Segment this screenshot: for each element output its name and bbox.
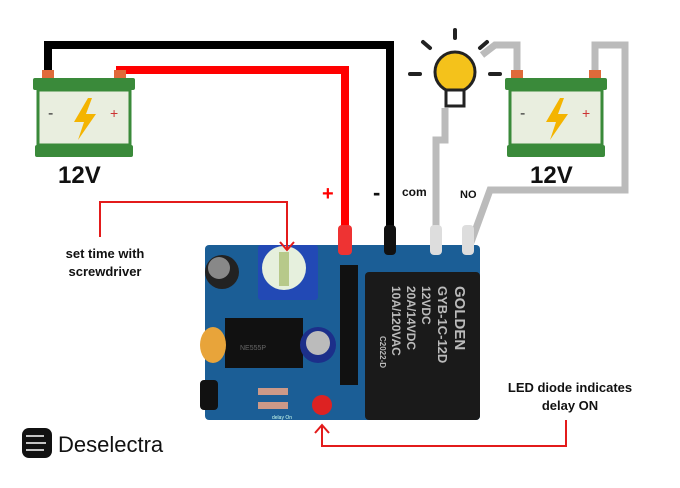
set-time-label-2: screwdriver <box>69 264 142 279</box>
battery-left: -+ <box>33 70 135 157</box>
light-bulb-icon <box>408 28 502 108</box>
led-label: LED diode indicates <box>508 380 632 395</box>
svg-text:+: + <box>582 105 590 121</box>
lamp-to-battery-wire <box>479 41 521 78</box>
timer-relay-board: NE555P delay On GOLDEN GYB-1C-12D 12VDC … <box>200 225 480 421</box>
svg-text:C2022-D: C2022-D <box>378 336 387 368</box>
deselectra-logo: Deselectra <box>22 428 164 458</box>
led-indicator <box>312 395 332 415</box>
battery-left-label: 12V <box>58 162 101 189</box>
set-time-label: set time with <box>66 246 145 261</box>
svg-text:NE555P: NE555P <box>240 345 266 352</box>
svg-text:-: - <box>48 105 53 122</box>
led-label-2: delay ON <box>542 398 598 413</box>
annotation-arrow-led <box>321 420 567 447</box>
battery-right-label: 12V <box>530 162 573 189</box>
svg-text:delay On: delay On <box>272 415 292 421</box>
com-wire <box>432 108 449 245</box>
positive-wire <box>116 66 349 245</box>
lightning-icon <box>74 98 96 140</box>
svg-text:12VDC: 12VDC <box>419 286 433 325</box>
negative-wire <box>44 41 394 245</box>
svg-text:GOLDEN: GOLDEN <box>451 286 468 350</box>
svg-text:20A/14VDC: 20A/14VDC <box>404 286 418 350</box>
no-label: NO <box>460 189 477 201</box>
com-label: com <box>402 185 427 199</box>
svg-text:10A/120VAC: 10A/120VAC <box>389 286 403 356</box>
svg-text:-: - <box>520 105 525 122</box>
plus-label: + <box>322 183 334 205</box>
lightning-icon <box>546 98 568 140</box>
svg-text:Deselectra: Deselectra <box>58 432 164 457</box>
minus-label: - <box>373 180 380 205</box>
ic-chip <box>225 318 303 368</box>
annotation-arrow-potentiometer <box>99 201 288 250</box>
svg-text:+: + <box>110 105 118 121</box>
battery-right: -+ <box>505 70 607 157</box>
relay <box>365 272 480 420</box>
svg-text:GYB-1C-12D: GYB-1C-12D <box>435 286 450 363</box>
no-wire <box>466 41 629 247</box>
